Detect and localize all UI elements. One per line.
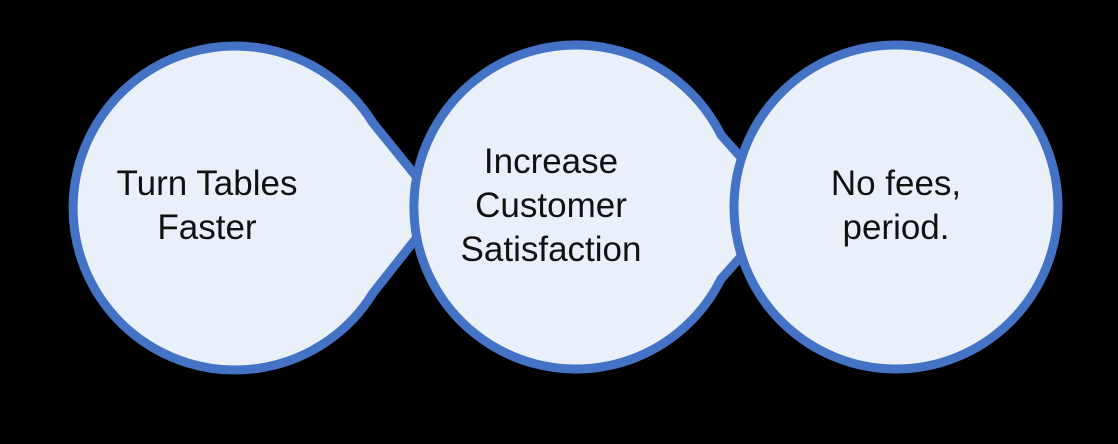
step-3-line-1: No fees,	[830, 164, 962, 203]
step-1-line-2: Faster	[157, 208, 257, 247]
step-2-arrow-circle	[409, 40, 792, 374]
step-3-label: No fees, period.	[776, 160, 1016, 252]
step-1-line-1: Turn Tables	[116, 164, 298, 203]
step-2-line-1: Increase	[483, 142, 619, 181]
step-1-label: Turn Tables Faster	[87, 160, 327, 252]
step-3-line-2: period.	[842, 208, 950, 247]
step-2-label: Increase Customer Satisfaction	[431, 138, 671, 274]
step-1-arrow-circle	[68, 41, 447, 375]
step-3-circle	[729, 40, 1063, 374]
step-2-line-3: Satisfaction	[460, 230, 642, 269]
step-2-line-2: Customer	[475, 186, 627, 225]
